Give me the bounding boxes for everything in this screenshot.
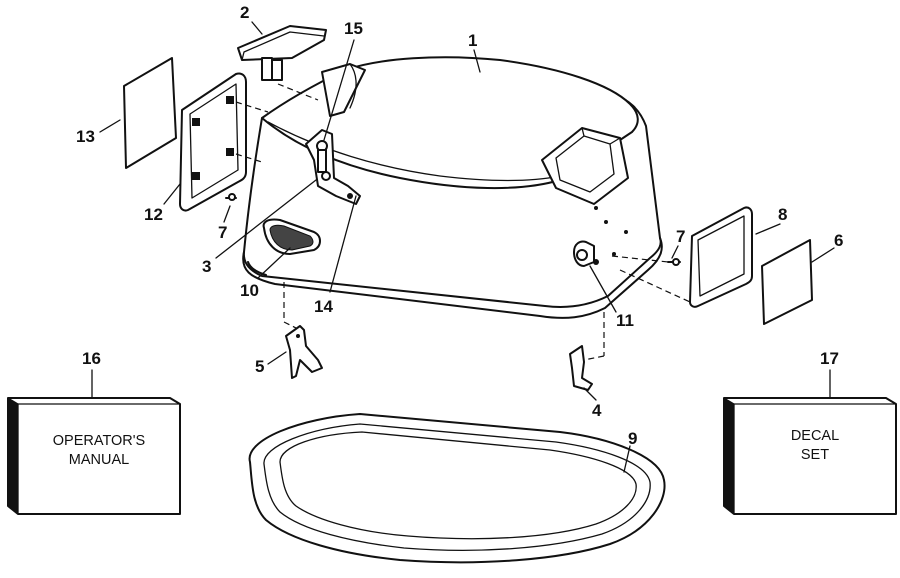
- decal-set-line2: SET: [801, 447, 829, 463]
- filter-pad-left: [123, 57, 177, 169]
- callout-2: 2: [240, 3, 249, 22]
- callout-10: 10: [240, 281, 259, 300]
- bezel-frame-right: [619, 206, 753, 308]
- callout-13: 13: [76, 127, 95, 146]
- callout-8: 8: [778, 205, 787, 224]
- callout-4: 4: [592, 401, 602, 420]
- callout-7-right: 7: [676, 227, 685, 246]
- operators-manual-line2: MANUAL: [69, 452, 129, 468]
- side-knob: [573, 240, 599, 267]
- operators-manual-line1: OPERATOR'S: [53, 433, 145, 449]
- callout-16: 16: [82, 349, 101, 368]
- screw-right: [611, 255, 681, 266]
- latch-hook-right: [569, 312, 605, 391]
- screw-left: [225, 193, 237, 201]
- latch-hook-left: [283, 282, 323, 379]
- callout-7-left: 7: [218, 223, 227, 242]
- latch-bracket: [305, 129, 361, 205]
- callout-3: 3: [202, 257, 211, 276]
- callout-9: 9: [628, 429, 637, 448]
- callout-14: 14: [314, 297, 333, 316]
- operators-manual-box: OPERATOR'S MANUAL: [7, 397, 181, 515]
- engine-cover: [242, 56, 663, 319]
- latch-cap: [237, 25, 327, 101]
- callout-1: 1: [468, 31, 477, 50]
- callout-17: 17: [820, 349, 839, 368]
- leader-lines: [91, 21, 835, 473]
- callout-5: 5: [255, 357, 264, 376]
- callout-15: 15: [344, 19, 363, 38]
- callout-12: 12: [144, 205, 163, 224]
- decal-set-line1: DECAL: [791, 428, 839, 444]
- filter-pad-right: [761, 239, 813, 325]
- callout-6: 6: [834, 231, 843, 250]
- callouts: 1 2 3 4 5 6 7 7 8 9 10 11 12 13 14 15 16…: [76, 3, 843, 448]
- bottom-seal: [248, 413, 666, 564]
- decal-set-box: DECAL SET: [723, 397, 897, 515]
- bezel-frame-left: [179, 72, 269, 212]
- callout-11: 11: [616, 311, 634, 330]
